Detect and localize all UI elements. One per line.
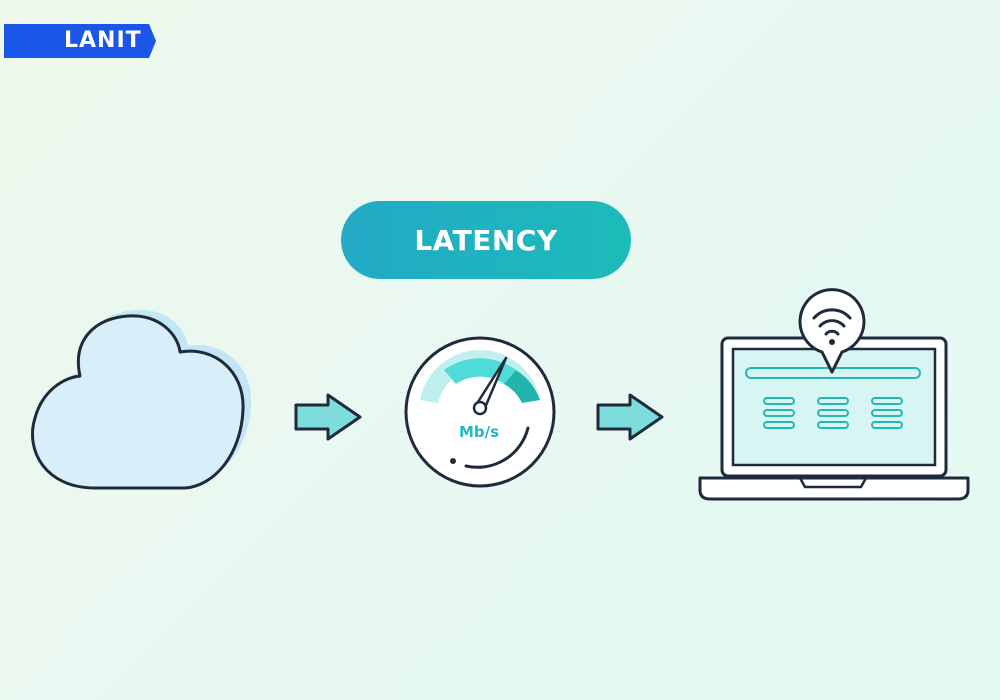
latency-title-pill: LATENCY: [341, 201, 631, 279]
diagram-title: LATENCY: [414, 223, 558, 257]
arrow-right-icon: [596, 393, 664, 441]
laptop-icon: [698, 336, 970, 501]
lanit-logo: LANIT: [4, 24, 156, 58]
arrow-right-icon: [294, 393, 362, 441]
gauge-unit-label: Mb/s: [458, 423, 500, 441]
cloud-icon: [31, 309, 252, 490]
logo-text: LANIT: [64, 28, 142, 53]
wifi-icon: [798, 288, 866, 374]
speedometer-icon: [404, 336, 556, 488]
